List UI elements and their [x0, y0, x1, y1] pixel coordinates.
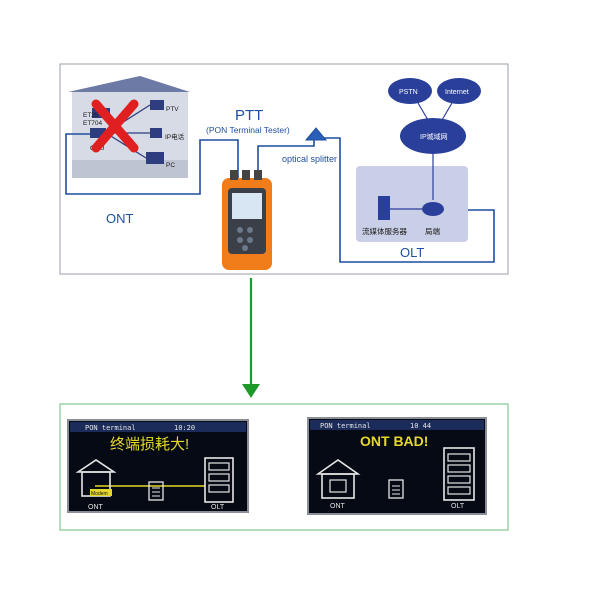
down-arrow-icon [242, 278, 260, 398]
left-modem-label: Modem [91, 491, 108, 497]
ip-network-cloud [400, 118, 466, 154]
right-screen-header: PON terminal [320, 422, 371, 430]
network-box [356, 166, 468, 242]
ipphone-label: IP电话 [165, 132, 185, 141]
fiber-line-ont [65, 133, 239, 195]
left-screen-message: 终端损耗大! [110, 436, 189, 453]
fiber-line-olt [320, 137, 495, 263]
pc-label: PC [166, 162, 175, 169]
right-ont-label: ONT [330, 503, 346, 510]
et-label-1: ET25 [83, 112, 99, 119]
ptt-device [222, 170, 272, 270]
internet-label: Internet [445, 89, 469, 96]
switch-icon [422, 202, 444, 216]
iptv-device [150, 100, 164, 110]
onu-device [90, 128, 106, 138]
screen-right [307, 417, 487, 515]
left-olt-label: OLT [211, 504, 225, 511]
media-server-icon [378, 196, 390, 220]
pstn-cloud [388, 78, 432, 104]
left-screen-header: PON terminal [85, 424, 136, 432]
ptt-title: PTT [235, 107, 263, 124]
internet-cloud [437, 78, 481, 104]
right-olt-label: OLT [451, 503, 465, 510]
left-screen-time: 10:20 [174, 424, 195, 432]
pc-device [146, 152, 164, 164]
switch-label: 局端 [425, 226, 440, 236]
ptt-subtitle: (PON Terminal Tester) [206, 125, 290, 135]
et-label-2: ET704 [83, 120, 103, 127]
media-server-label: 流媒体服务器 [362, 226, 407, 236]
ont-label: ONT [106, 211, 134, 226]
right-screen-message: ONT BAD! [360, 433, 428, 449]
pstn-label: PSTN [399, 89, 418, 96]
ip-network-label: IP城域网 [420, 132, 448, 141]
fault-cross-icon [91, 99, 139, 153]
iptv-label: PTV [166, 106, 179, 113]
phone-device [150, 128, 162, 138]
splitter-label: optical splitter [282, 154, 337, 164]
right-screen-time: 10 44 [410, 422, 431, 430]
optical-splitter-icon [304, 127, 328, 141]
screen-left [67, 419, 249, 513]
fiber-line-splitter [257, 138, 315, 178]
olt-label: OLT [400, 245, 424, 260]
left-ont-label: ONT [88, 504, 104, 511]
